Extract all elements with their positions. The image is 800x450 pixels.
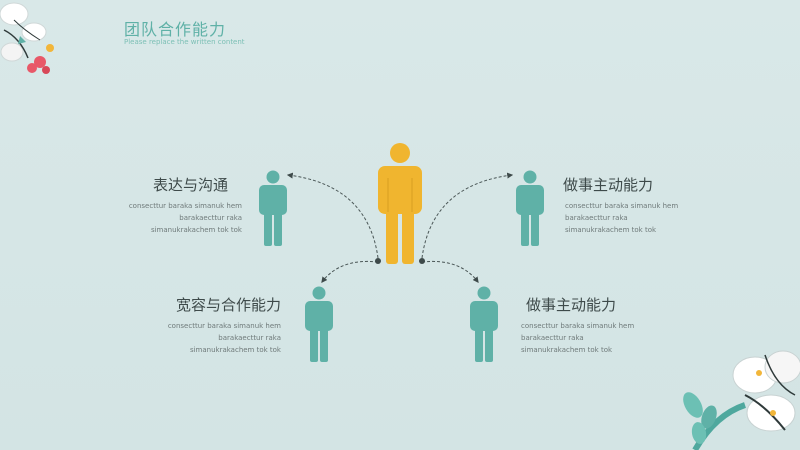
node-description-line: consecttur baraka simanuk hem [521,322,635,330]
connector-origin-right [419,258,425,264]
page-subtitle: Please replace the written content [124,38,245,46]
connector-origin-left [375,258,381,264]
node-description-line: barakaecttur raka [179,214,242,222]
node-description-line: consecttur baraka simanuk hem [565,202,679,210]
node-heading-bottom-left: 宽容与合作能力 [175,296,281,314]
person-icon-top-right [516,170,544,246]
flower-decoration-bottom-right [683,350,800,450]
node-description-line: simanukrakachem tok tok [521,346,613,354]
node-description-top-right: consecttur baraka simanuk hem barakaectt… [565,200,678,236]
page-title: 团队合作能力 [124,20,227,39]
connector-top-left [286,172,379,259]
node-description-line: barakaecttur raka [521,334,584,342]
node-description-line: simanukrakachem tok tok [150,226,242,234]
connector-top-right [421,172,514,259]
flower-decoration-top-left [0,2,54,74]
node-description-bottom-left: consecttur baraka simanuk hem barakaectt… [168,320,281,356]
person-icon-top-left [259,170,287,246]
node-description-bottom-right: consecttur baraka simanuk hem barakaectt… [521,320,634,356]
node-heading-top-left: 表达与沟通 [152,176,228,194]
node-heading-top-right: 做事主动能力 [563,176,654,194]
node-description-line: simanukrakachem tok tok [189,346,281,354]
node-description-line: simanukrakachem tok tok [565,226,657,234]
node-description-line: barakaecttur raka [565,214,628,222]
node-description-line: consecttur baraka simanuk hem [167,322,281,330]
node-description-top-left: consecttur baraka simanuk hem barakaectt… [129,200,242,236]
connector-bottom-left [321,260,379,283]
person-icon-bottom-right [470,286,498,362]
node-heading-bottom-right: 做事主动能力 [526,296,617,314]
node-description-line: barakaecttur raka [218,334,281,342]
node-description-line: consecttur baraka simanuk hem [128,202,242,210]
person-icon-bottom-left [305,286,333,362]
center-person-icon [378,143,422,264]
connector-bottom-right [421,260,479,283]
